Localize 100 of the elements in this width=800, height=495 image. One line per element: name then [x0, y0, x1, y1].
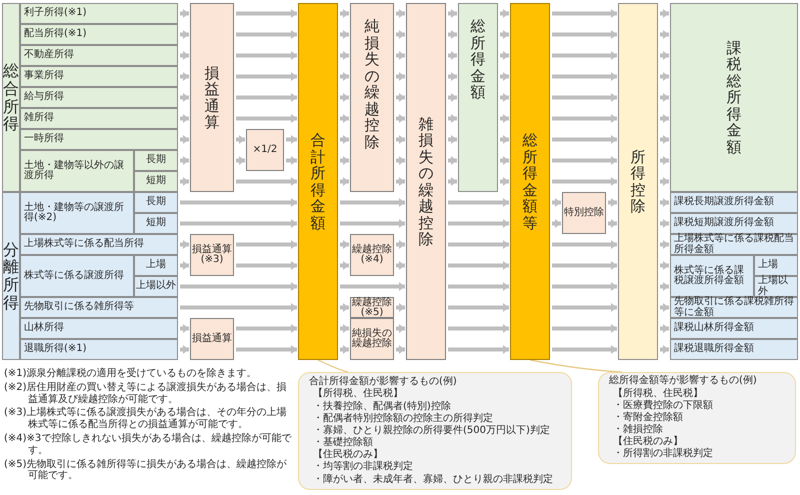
note-line: ・寄附金控除額	[612, 412, 684, 424]
footnote: (※2)居住用財産の買い替え等による譲渡損失がある場合は、損益通算及び繰越控除が可能です。	[4, 382, 288, 406]
term-cell	[134, 213, 178, 234]
arrow	[552, 324, 617, 333]
income-item-cell	[20, 297, 178, 318]
taxable-income-cell	[670, 3, 798, 192]
arrow	[448, 261, 509, 270]
cell-label: 課税長期譲渡所得金額	[674, 197, 774, 208]
arrow	[500, 30, 509, 39]
arrow	[660, 51, 669, 60]
arrow	[396, 177, 405, 186]
arrow	[552, 72, 617, 81]
note-line: 【所得税、住民税】	[612, 388, 704, 400]
arrow	[552, 93, 617, 102]
vertical-label: 総合所得	[3, 62, 19, 133]
calculation-box	[190, 234, 234, 276]
total-bar	[510, 3, 550, 360]
taxable-income-cell	[670, 213, 798, 234]
arrow	[552, 177, 617, 186]
taxable-income-cell	[670, 192, 798, 213]
arrow	[500, 135, 509, 144]
arrow	[236, 324, 297, 333]
income-item-cell	[20, 24, 178, 45]
cell-label: 長期	[146, 197, 166, 208]
note-line: ・扶養控除、配偶者(特別)控除	[312, 400, 452, 412]
arrow	[396, 240, 405, 249]
cell-label: 事業所得	[24, 71, 64, 82]
cell-label: 課税山林所得金額	[674, 323, 754, 334]
arrow	[448, 219, 509, 228]
footnote: (※4)※3で控除しきれない損失がある場合は、繰越控除が可能です。	[4, 432, 292, 457]
cell-label: 長期	[146, 155, 166, 166]
term-cell	[134, 276, 178, 297]
footnote: (※3)上場株式等に係る譲渡損失がある場合は、その年分の上場株式等に係る配当所得との損益通算が可能です。	[4, 407, 288, 431]
footnote: (※5)先物取引に係る雑所得等に損失がある場合は、繰越控除が可能です。	[4, 458, 288, 482]
cell-label: 退職所得(※1)	[24, 344, 87, 355]
vertical-label: 総所得金額等	[522, 132, 538, 231]
arrow	[180, 177, 189, 186]
arrow	[396, 9, 405, 18]
income-category-cell	[2, 192, 20, 360]
arrow	[180, 30, 189, 39]
cell-label: 株式等に係る課税譲渡所得金額	[674, 266, 745, 286]
arrow	[180, 261, 189, 270]
arrow	[236, 30, 297, 39]
arrow	[660, 9, 669, 18]
arrow	[660, 240, 669, 249]
note-line: ・医療費控除の下限額	[612, 400, 714, 412]
arrow	[448, 345, 509, 354]
arrow	[500, 93, 509, 102]
arrow	[236, 93, 297, 102]
arrow	[396, 114, 405, 123]
arrow	[552, 303, 617, 312]
arrow	[500, 156, 509, 165]
cell-label: 繰越控除(※4)	[352, 244, 392, 266]
arrow	[236, 345, 297, 354]
arrow	[180, 51, 189, 60]
arrow	[660, 282, 669, 291]
vertical-label: 総所得金額	[470, 18, 486, 100]
vertical-label: 分離所得	[3, 240, 19, 312]
arrow	[340, 240, 349, 249]
income-item-cell	[20, 87, 178, 108]
arrow	[236, 9, 297, 18]
arrow	[180, 324, 189, 333]
note-line: ・基礎控除額	[312, 437, 374, 448]
calculation-box	[406, 3, 446, 360]
arrow	[448, 114, 457, 123]
cell-label: 先物取引に係る雑所得等	[24, 302, 134, 313]
arrow	[448, 72, 457, 81]
total-bar	[298, 3, 338, 360]
note-line: ・均等割の非課税判定	[312, 461, 414, 474]
arrow	[660, 345, 669, 354]
income-item-cell	[20, 192, 134, 234]
arrow	[180, 9, 189, 18]
arrow	[396, 72, 405, 81]
arrow	[448, 135, 457, 144]
income-item-cell	[20, 129, 178, 150]
cell-label: 株式等に係る譲渡所得	[24, 270, 124, 282]
cell-label: 上場株式等に係る配当所得	[24, 239, 144, 250]
note-card	[598, 372, 796, 464]
cell-label: ×1/2	[252, 144, 278, 156]
taxable-income-cell	[754, 276, 798, 297]
arrow	[180, 282, 297, 291]
arrow	[660, 30, 669, 39]
arrow	[286, 156, 297, 165]
calculation-box	[562, 192, 606, 234]
income-item-cell	[20, 255, 134, 297]
arrow	[660, 177, 669, 186]
cell-label: 一時所得	[24, 134, 64, 145]
arrow	[340, 345, 349, 354]
income-item-cell	[20, 45, 178, 66]
arrow	[180, 156, 189, 165]
arrow	[396, 30, 405, 39]
term-cell	[134, 150, 178, 171]
arrow	[236, 261, 297, 270]
arrow	[500, 177, 509, 186]
arrow	[180, 93, 189, 102]
note-line: ・雑損控除	[612, 424, 664, 436]
arrow	[448, 198, 509, 207]
calculation-box	[350, 3, 394, 192]
calculation-box	[350, 234, 394, 276]
arrow	[340, 72, 349, 81]
